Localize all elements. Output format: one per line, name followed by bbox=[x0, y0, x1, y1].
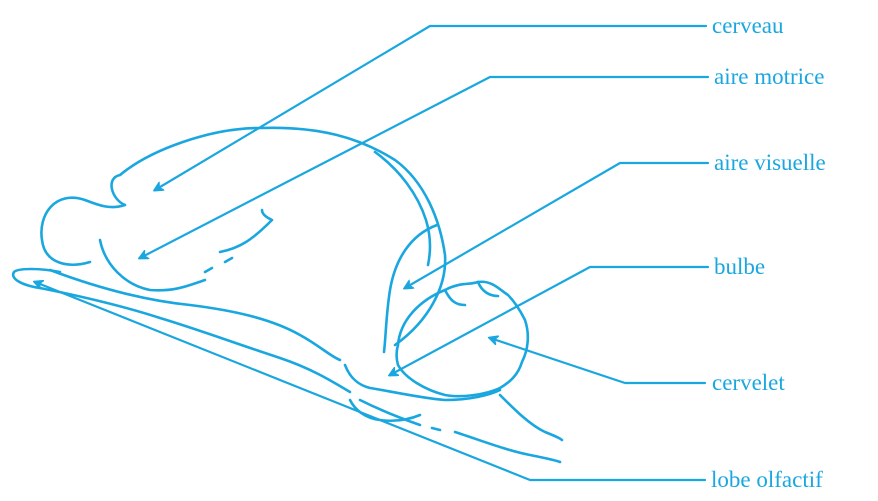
leader-lines bbox=[35, 24, 710, 482]
brainstem-inner bbox=[343, 363, 502, 402]
cerebrum-outline bbox=[118, 126, 447, 347]
label-aire-visuelle: aire visuelle bbox=[714, 150, 826, 175]
leader-aire-visuelle bbox=[405, 161, 710, 288]
cerebellum-fold-2 bbox=[476, 280, 500, 298]
brainstem-contour bbox=[48, 268, 342, 362]
brain-drawing bbox=[11, 126, 564, 464]
hemisphere-line bbox=[373, 150, 432, 267]
cerebrum-lower-edge bbox=[98, 238, 207, 292]
olfactory-lobe-outline bbox=[11, 267, 352, 394]
label-lobe-olfactif: lobe olfactif bbox=[711, 467, 823, 492]
leader-cervelet bbox=[490, 338, 707, 385]
label-cerveau: cerveau bbox=[712, 13, 784, 38]
inner-notch bbox=[218, 208, 274, 254]
frontal-lobe-outline bbox=[40, 173, 127, 266]
label-bulbe: bulbe bbox=[714, 254, 765, 279]
leader-lobe-olfactif bbox=[35, 282, 707, 482]
visual-area-boundary bbox=[382, 223, 439, 354]
label-aire-motrice: aire motrice bbox=[714, 64, 824, 89]
medulla-upper bbox=[498, 393, 564, 442]
medulla-lower bbox=[358, 398, 562, 464]
leader-bulbe bbox=[390, 265, 710, 375]
leader-aire-motrice bbox=[140, 75, 710, 258]
labels: cerveau aire motrice aire visuelle bulbe… bbox=[711, 13, 826, 492]
cerebellum-outline bbox=[395, 280, 530, 398]
leader-cerveau bbox=[155, 24, 708, 190]
inner-dash bbox=[203, 256, 234, 274]
cerebellum-fold-1 bbox=[443, 288, 467, 307]
label-cervelet: cervelet bbox=[712, 370, 785, 395]
